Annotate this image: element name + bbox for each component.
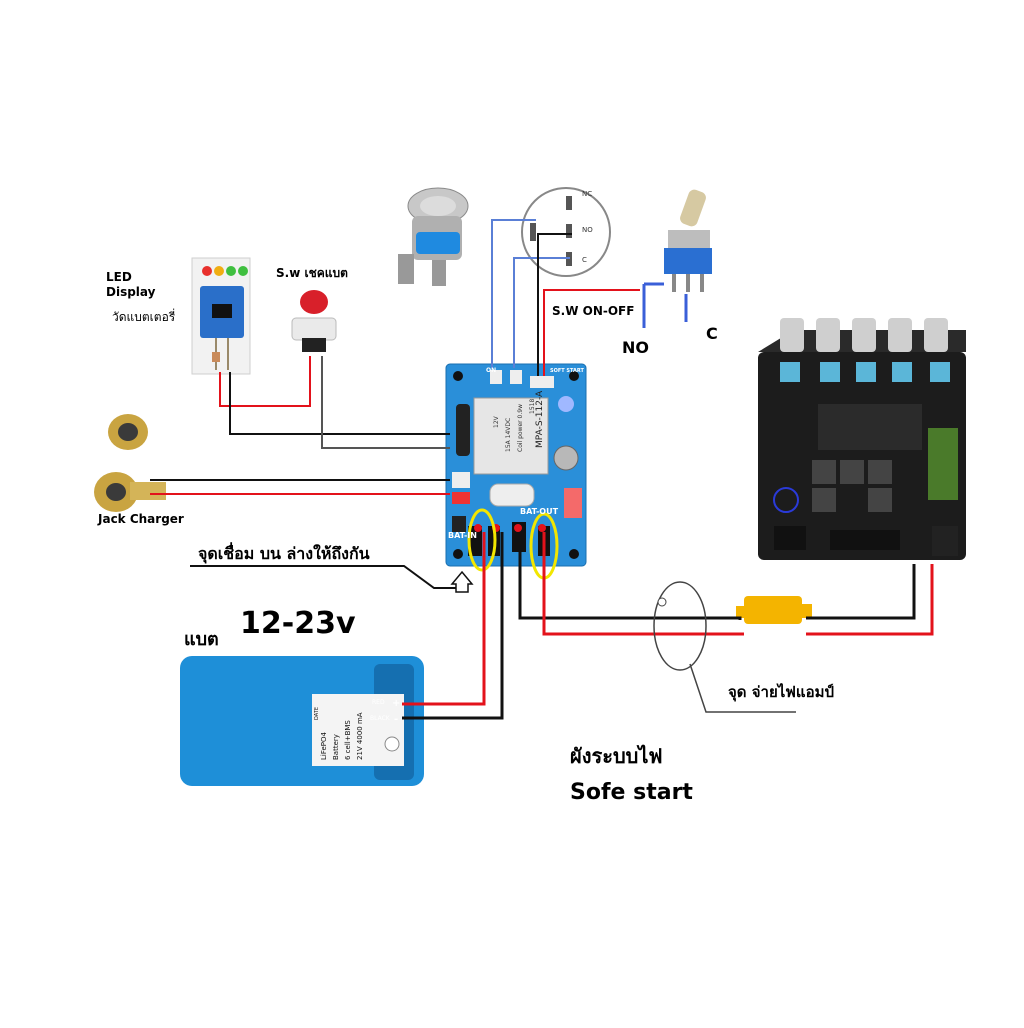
battery-check-switch-label: S.w เชคแบต — [276, 266, 348, 280]
bat-out-label: BAT-OUT — [520, 507, 559, 516]
battery-voltage-label: 12-23v — [240, 606, 356, 641]
toggle-c-label: C — [706, 324, 718, 343]
xt60-connector — [736, 596, 812, 624]
led-display-label: LED Display — [106, 270, 156, 299]
amp-power-point-label: จุด จ่ายไฟแอมป์ — [728, 683, 835, 701]
battery-line4: 21V 4000 mA — [356, 712, 364, 760]
amp-power-point-callout — [653, 581, 707, 671]
battery-line1: LiFePO4 — [320, 731, 328, 760]
dc-jack-photo — [108, 414, 148, 450]
battery-line2: Battery — [332, 734, 340, 760]
amplifier-board — [758, 318, 966, 560]
contact-nc-label: NC — [582, 190, 592, 198]
relay-model-text: MPA-S-112-A — [535, 390, 545, 448]
sw-onoff-label: S.W ON-OFF — [552, 304, 635, 318]
battery-black-label: BLACK — [370, 715, 391, 722]
jack-charger-photo — [94, 472, 166, 512]
push-switch-contact-diagram — [521, 187, 611, 277]
battery-plus-sign: + — [392, 698, 400, 709]
diagram-title: ผังระบบไฟ — [570, 744, 663, 768]
relay-voltage-text: 12V — [493, 415, 500, 428]
board-soft-start-label: SOFT START — [550, 368, 585, 374]
battery-line3: 6 cell+BMS — [344, 720, 352, 760]
board-on-label: ON — [486, 367, 496, 374]
led-battery-indicator-module — [191, 257, 251, 375]
battery-check-push-button — [291, 290, 337, 352]
battery-red-label: RED — [372, 699, 385, 706]
battery-minus-sign: - — [394, 714, 398, 725]
contact-c-label: C — [582, 256, 587, 264]
up-arrow-icon — [450, 570, 474, 593]
battery-word-label: แบต — [184, 629, 219, 650]
measure-battery-label: วัดแบตเตอรี่ — [112, 310, 176, 324]
illuminated-push-switch — [398, 187, 469, 286]
solder-point-highlight-left — [467, 508, 497, 572]
bat-in-label: BAT-IN — [448, 531, 477, 540]
battery-date-label: DATE — [314, 707, 320, 720]
relay-coil-text: Coil power 0.9w — [517, 404, 524, 452]
battery-pack — [180, 656, 424, 786]
contact-no-label: NO — [582, 226, 593, 234]
solder-note-label: จุดเชื่อม บน ล่างให้ถึงกัน — [198, 544, 370, 563]
soft-start-relay-board — [445, 363, 587, 567]
relay-spec-text: 15A 14VDC — [505, 418, 512, 452]
jack-charger-label: Jack Charger — [98, 512, 184, 526]
relay-code-text: 1518 — [529, 399, 536, 414]
toggle-no-label: NO — [622, 338, 649, 357]
toggle-switch — [664, 189, 712, 292]
diagram-subtitle: Sofe start — [570, 780, 693, 805]
